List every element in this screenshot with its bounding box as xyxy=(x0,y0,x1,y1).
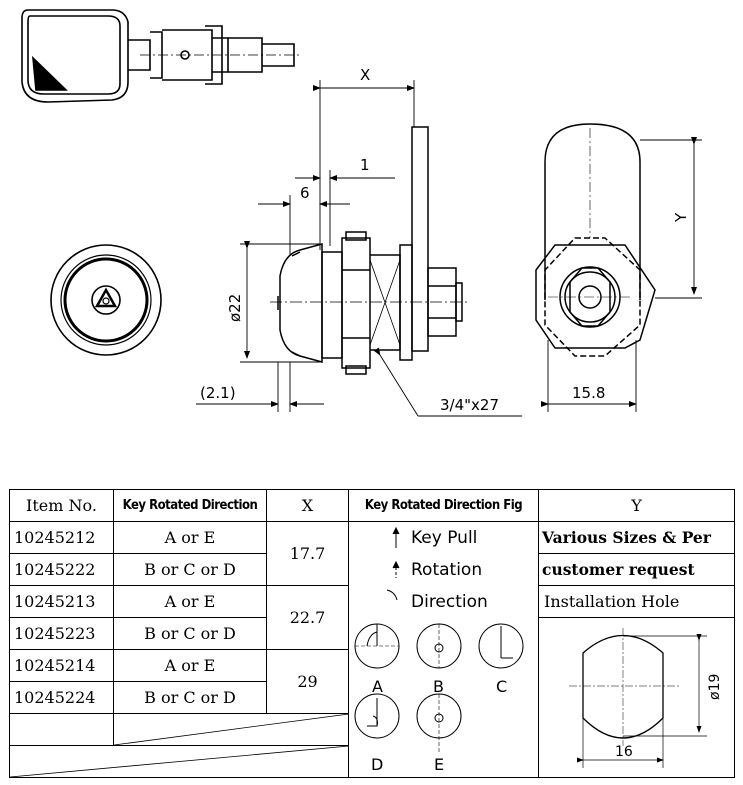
installation-hole-cell: ø19 16 xyxy=(538,617,735,778)
cam-lock-drawing: X 1 6 ø22 (2.1) 3/4"x27 Y 15.8 xyxy=(21,9,702,417)
rear-dimensions xyxy=(541,137,702,412)
dim-1-label: 1 xyxy=(360,156,370,174)
side-view xyxy=(270,126,470,375)
empty-diagonal-cell xyxy=(9,745,349,778)
diagonal-line xyxy=(10,746,349,777)
dimension-labels: X 1 6 ø22 (2.1) 3/4"x27 Y 15.8 xyxy=(200,66,690,414)
header-direction: Key Rotated Direction xyxy=(113,489,267,522)
x-value-cell: 22.7 xyxy=(266,585,349,650)
header-direction-fig: Key Rotated Direction Fig xyxy=(348,489,539,522)
x-value-cell: 17.7 xyxy=(266,521,349,586)
x-value-cell: 29 xyxy=(266,649,349,714)
direction-cell: B or C or D xyxy=(113,553,267,586)
key-illustration xyxy=(21,9,300,103)
dim-x-label: X xyxy=(360,66,370,84)
table-row-empty xyxy=(9,745,735,778)
legend-key-pull: Key Pull xyxy=(411,528,477,548)
hole-dia-label: ø19 xyxy=(707,674,723,700)
direction-figures: Key Pull Rotation Direction xyxy=(354,526,524,774)
direction-cell: B or C or D xyxy=(113,681,267,714)
direction-fig-cell: Key Pull Rotation Direction xyxy=(348,521,539,778)
table-row: 10245224 B or C or D xyxy=(9,681,735,714)
table-row: 10245213 A or E 22.7 Installation Hole xyxy=(9,585,735,650)
item-no-cell: 10245213 xyxy=(9,585,114,618)
empty-cell xyxy=(9,713,114,746)
dim-y-label: Y xyxy=(672,212,690,223)
fig-label-d: D xyxy=(371,755,383,774)
fig-label-e: E xyxy=(434,755,444,774)
item-no-cell: 10245223 xyxy=(9,617,114,650)
fig-label-b: B xyxy=(433,677,444,696)
item-no-cell: 10245222 xyxy=(9,553,114,586)
table-header-row: Item No. Key Rotated Direction X Key Rot… xyxy=(9,489,735,522)
fig-label-c: C xyxy=(496,677,507,696)
table-row-empty xyxy=(9,713,735,746)
empty-diagonal-cell xyxy=(113,713,349,746)
spec-table: Item No. Key Rotated Direction X Key Rot… xyxy=(9,489,735,778)
fig-label-a: A xyxy=(372,677,383,696)
dim-thread-label: 3/4"x27 xyxy=(440,396,499,414)
side-dimensions xyxy=(196,80,522,417)
direction-cell: A or E xyxy=(113,585,267,618)
direction-cell: A or E xyxy=(113,521,267,554)
header-x: X xyxy=(266,489,349,522)
dim-158-label: 15.8 xyxy=(572,384,605,402)
direction-cell: B or C or D xyxy=(113,617,267,650)
item-no-cell: 10245214 xyxy=(9,649,114,682)
header-y: Y xyxy=(538,489,735,522)
dim-6-label: 6 xyxy=(300,184,310,202)
header-item-no: Item No. xyxy=(9,489,114,522)
y-various-sizes: Various Sizes & Per xyxy=(538,521,735,554)
table-row: 10245222 B or C or D customer request xyxy=(9,553,735,586)
front-view xyxy=(50,244,162,356)
installation-hole-diagram: ø19 16 xyxy=(569,628,723,768)
diagonal-line xyxy=(114,714,349,745)
legend-rotation: Rotation xyxy=(411,560,482,580)
rear-view xyxy=(535,123,656,357)
legend-direction: Direction xyxy=(411,592,488,612)
direction-cell: A or E xyxy=(113,649,267,682)
y-installation-hole: Installation Hole xyxy=(538,585,735,618)
dim-21-label: (2.1) xyxy=(200,384,236,402)
item-no-cell: 10245212 xyxy=(9,521,114,554)
dim-22-label: ø22 xyxy=(226,294,244,322)
table-row: 10245212 A or E 17.7 Key Pull Rotation D… xyxy=(9,521,735,778)
hole-width-label: 16 xyxy=(615,744,633,760)
item-no-cell: 10245224 xyxy=(9,681,114,714)
table-row: 10245223 B or C or D xyxy=(9,617,735,778)
y-customer-request: customer request xyxy=(538,553,735,586)
